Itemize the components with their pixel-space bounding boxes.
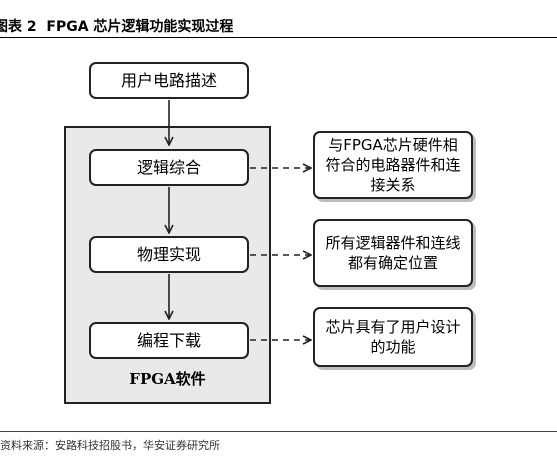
- user-circuit-description-box: 用户电路描述: [89, 62, 249, 99]
- synthesis-output-box: 与FPGA芯片硬件相符合的电路器件和连接关系: [313, 131, 473, 199]
- figure-number: 图表 2: [0, 19, 37, 35]
- fpga-software-label: FPGA软件: [129, 370, 206, 388]
- implementation-output-box: 所有逻辑器件和连线都有确定位置: [313, 219, 473, 287]
- program-download-box: 编程下载: [89, 322, 249, 359]
- title-rule: [0, 37, 557, 38]
- logic-synthesis-box: 逻辑综合: [89, 149, 249, 186]
- source-note: 资料来源：安路科技招股书，华安证券研究所: [0, 439, 220, 452]
- footer-rule: [0, 431, 557, 432]
- figure-title-text: FPGA 芯片逻辑功能实现过程: [46, 19, 234, 35]
- physical-implementation-box: 物理实现: [89, 236, 249, 273]
- download-output-box: 芯片具有了用户设计的功能: [313, 307, 473, 367]
- figure-title: 图表 2 FPGA 芯片逻辑功能实现过程: [0, 16, 233, 36]
